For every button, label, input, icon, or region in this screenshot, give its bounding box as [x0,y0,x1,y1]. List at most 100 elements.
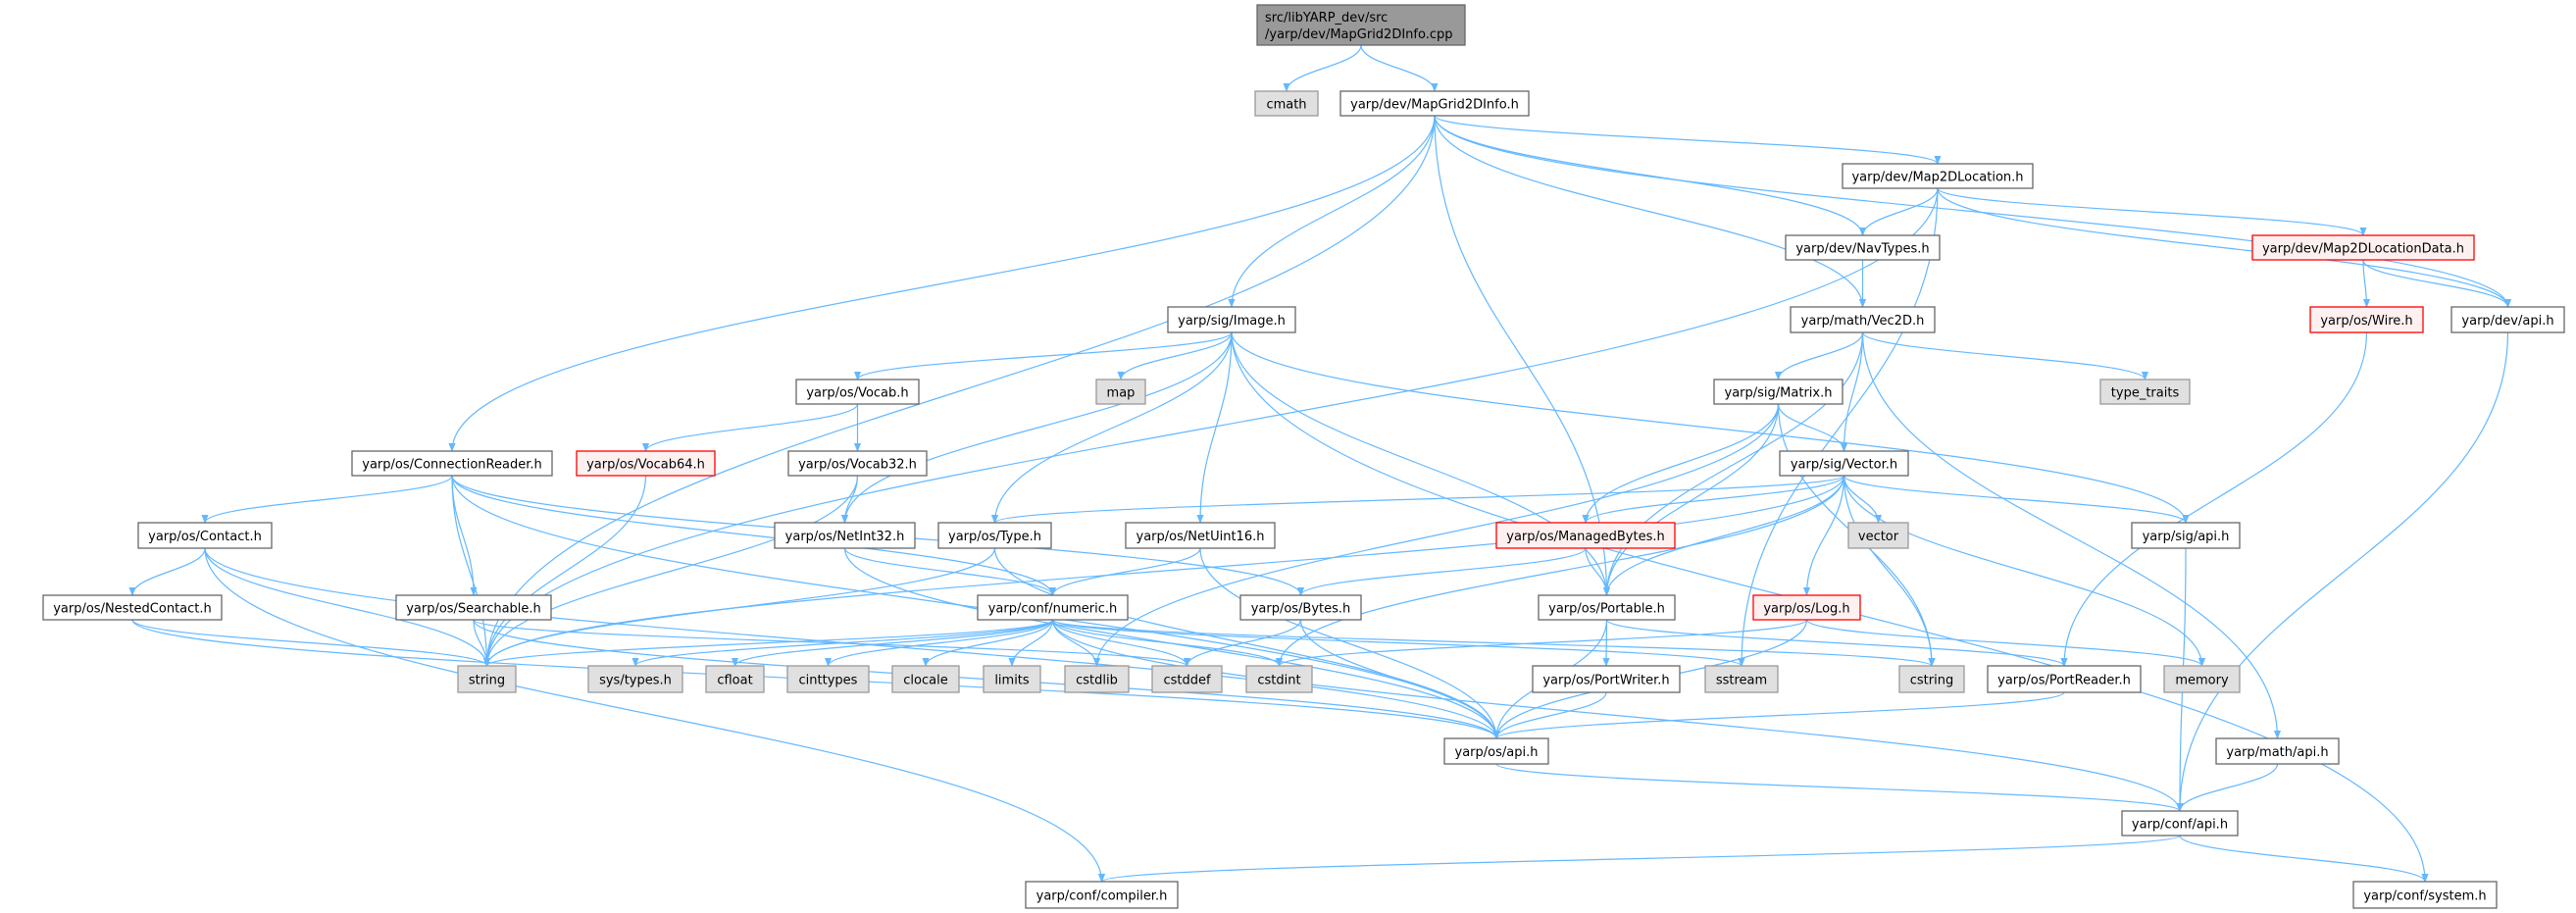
edge-image-to-vocab [854,331,1233,380]
node-label: yarp/sig/Image.h [1178,314,1286,329]
node-cfloat[interactable]: cfloat [705,665,765,693]
node-vocab32[interactable]: yarp/os/Vocab32.h [787,450,928,477]
node-cmath[interactable]: cmath [1254,90,1319,117]
node-box [351,450,553,477]
node-box [2352,881,2498,909]
node-label: yarp/os/Contact.h [148,530,262,544]
node-clocale[interactable]: clocale [891,665,960,693]
node-connreader[interactable]: yarp/os/ConnectionReader.h [351,450,553,477]
node-cstddef[interactable]: cstddef [1151,665,1223,693]
node-navtypes[interactable]: yarp/dev/NavTypes.h [1785,234,1941,261]
node-string[interactable]: string [457,665,517,693]
node-confapi[interactable]: yarp/conf/api.h [2121,810,2239,837]
node-box [395,594,552,621]
node-box [1790,306,1936,333]
node-label: yarp/os/Portable.h [1548,602,1665,617]
node-label: cinttypes [799,674,858,688]
node-vector_h[interactable]: yarp/sig/Vector.h [1779,450,1909,477]
node-vocab[interactable]: yarp/os/Vocab.h [795,379,920,405]
node-map2dlocdata[interactable]: yarp/dev/Map2DLocationData.h [2251,234,2475,261]
node-cinttypes[interactable]: cinttypes [786,665,870,693]
node-label-line: src/libYARP_dev/src [1265,11,1388,25]
node-cstring[interactable]: cstring [1898,665,1965,693]
node-box [787,450,928,477]
node-mathapi[interactable]: yarp/math/api.h [2215,737,2340,765]
node-box [705,665,765,693]
node-system[interactable]: yarp/conf/system.h [2352,881,2498,909]
node-vec2d[interactable]: yarp/math/Vec2D.h [1790,306,1936,333]
node-box [2131,522,2241,549]
node-box [2309,306,2424,333]
edge-portable-to-portreader [1605,619,2068,667]
node-vector[interactable]: vector [1847,522,1909,549]
node-box [1339,90,1530,117]
node-label: yarp/conf/system.h [2363,889,2486,904]
node-box [937,522,1052,549]
node-map2dloc[interactable]: yarp/dev/Map2DLocation.h [1842,163,2034,189]
node-label: vector [1858,530,1899,544]
node-typetraits[interactable]: type_traits [2099,379,2191,405]
edge-vector_h-to-cstring [1843,475,1936,667]
edge-image-to-sigapi [1231,331,2190,524]
node-osapi[interactable]: yarp/os/api.h [1443,737,1549,765]
node-label: yarp/math/Vec2D.h [1801,314,1925,329]
node-compiler[interactable]: yarp/conf/compiler.h [1025,881,1179,909]
node-portwriter[interactable]: yarp/os/PortWriter.h [1532,665,1681,693]
node-nestedcontact[interactable]: yarp/os/NestedContact.h [42,594,223,621]
node-vocab64[interactable]: yarp/os/Vocab64.h [576,450,716,477]
node-label: yarp/dev/Map2DLocation.h [1851,171,2023,185]
node-cstdlib[interactable]: cstdlib [1064,665,1130,693]
edge-map2dloc-to-navtypes [1858,187,1939,236]
edge-map2dlocdata-to-devapi [2362,259,2512,308]
node-label: clocale [903,674,947,688]
node-numeric[interactable]: yarp/conf/numeric.h [977,594,1129,621]
edge-numeric-to-cstddef [1051,619,1191,667]
edge-vector_h-to-sigapi [1843,475,2190,524]
edge-mapgrid-to-navtypes [1434,115,1867,236]
node-box [977,594,1129,621]
edge-type-to-string [482,547,996,667]
node-box [1151,665,1223,693]
node-searchable[interactable]: yarp/os/Searchable.h [395,594,552,621]
node-label: map [1107,386,1136,401]
edge-vocab-to-vocab64 [641,403,859,452]
edge-map2dloc-to-sstream [1738,187,1939,667]
node-log[interactable]: yarp/os/Log.h [1752,594,1861,621]
node-map[interactable]: map [1095,379,1146,405]
node-devapi[interactable]: yarp/dev/api.h [2450,306,2565,333]
node-wire[interactable]: yarp/os/Wire.h [2309,306,2424,333]
node-label: yarp/os/Vocab.h [806,386,908,401]
node-mapgrid[interactable]: yarp/dev/MapGrid2DInfo.h [1339,90,1530,117]
node-label: cstdlib [1076,674,1118,688]
edge-matrix-to-managedbytes [1582,403,1780,524]
node-systypes[interactable]: sys/types.h [587,665,683,693]
node-portreader[interactable]: yarp/os/PortReader.h [1987,665,2142,693]
node-limits[interactable]: limits [983,665,1041,693]
node-memory[interactable]: memory [2163,665,2241,693]
node-box [1538,594,1676,621]
node-contact[interactable]: yarp/os/Contact.h [137,522,273,549]
node-netint32[interactable]: yarp/os/NetInt32.h [774,522,916,549]
edge-netint32-to-numeric [843,547,1057,596]
node-label: memory [2175,674,2229,688]
node-root[interactable]: src/libYARP_dev/src/yarp/dev/MapGrid2DIn… [1256,4,1466,46]
edge-wire-to-portreader [2060,331,2368,667]
node-portable[interactable]: yarp/os/Portable.h [1538,594,1676,621]
edge-managedbytes-to-portable [1585,547,1611,596]
node-label: yarp/math/api.h [2226,745,2328,760]
node-matrix[interactable]: yarp/sig/Matrix.h [1713,379,1844,405]
node-box [1785,234,1941,261]
node-cstdint[interactable]: cstdint [1245,665,1313,693]
node-bytes[interactable]: yarp/os/Bytes.h [1239,594,1362,621]
node-label: cstddef [1163,674,1211,688]
node-netuint16[interactable]: yarp/os/NetUint16.h [1125,522,1276,549]
edge-managedbytes-to-bytes [1297,547,1587,596]
node-image[interactable]: yarp/sig/Image.h [1167,306,1296,333]
node-sigapi[interactable]: yarp/sig/api.h [2131,522,2241,549]
node-box [2099,379,2191,405]
node-managedbytes[interactable]: yarp/os/ManagedBytes.h [1495,522,1676,549]
node-type[interactable]: yarp/os/Type.h [937,522,1052,549]
node-sstream[interactable]: sstream [1704,665,1779,693]
edge-map2dloc-to-string [482,187,1939,667]
node-label: yarp/dev/Map2DLocationData.h [2262,242,2464,257]
